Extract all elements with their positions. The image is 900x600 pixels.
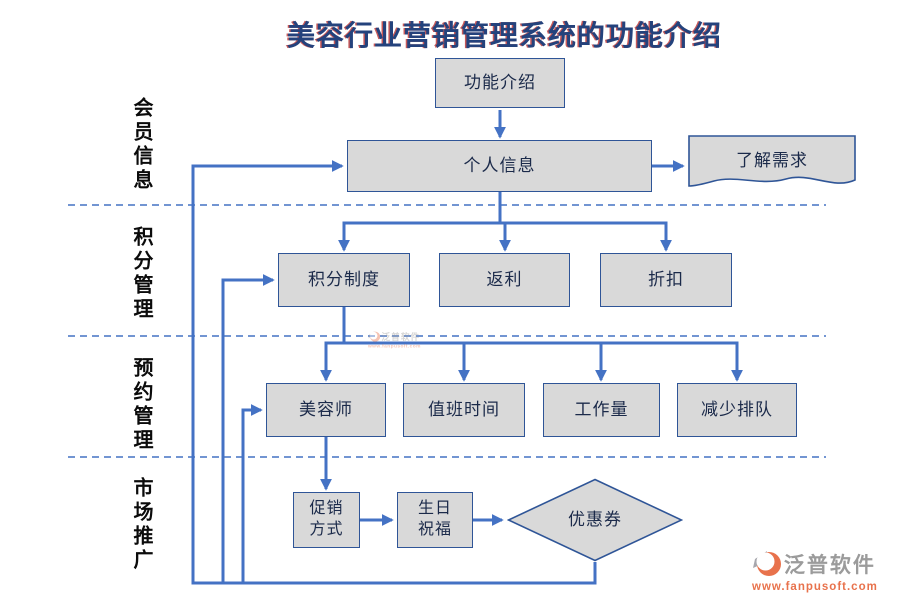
node-coupon-label: 优惠券	[568, 509, 622, 529]
feedback-to-points	[221, 274, 275, 583]
center-watermark-url: www.fanpusoft.com	[368, 343, 421, 349]
node-discount: 折扣	[600, 253, 732, 307]
document-shape	[688, 135, 856, 187]
node-personal-label: 个人信息	[463, 155, 536, 175]
node-promo-label: 促销方式	[309, 500, 344, 538]
node-beautician: 美容师	[266, 383, 386, 437]
brand-logo-icon	[753, 551, 781, 576]
node-workload: 工作量	[543, 383, 660, 437]
node-promo: 促销方式	[293, 492, 360, 548]
node-queue-label: 减少排队	[701, 399, 773, 419]
node-points-label: 积分制度	[308, 269, 380, 289]
node-queue: 减少排队	[677, 383, 797, 437]
brand-logo-icon	[368, 331, 381, 342]
footer-watermark-brand: 泛普软件	[783, 554, 876, 577]
section-label-member-info: 会员信息	[130, 97, 152, 193]
section-label-marketing: 市场推广	[130, 477, 152, 573]
feedback-to-beautician	[241, 404, 263, 583]
feedback-coupon-to-personal	[191, 160, 597, 585]
section-label-booking-management: 预约管理	[130, 357, 152, 453]
node-birthday-label: 生日祝福	[417, 500, 452, 538]
node-personal: 个人信息	[347, 140, 652, 192]
node-birthday: 生日祝福	[397, 492, 473, 548]
node-duty-label: 值班时间	[428, 399, 500, 419]
node-coupon: 优惠券	[507, 478, 683, 562]
node-rebate-label: 返利	[486, 269, 523, 289]
footer-watermark: 泛普软件 www.fanpusoft.com	[752, 548, 878, 593]
node-needs-label: 了解需求	[736, 150, 808, 170]
node-points: 积分制度	[278, 253, 410, 307]
page-title: 美容行业营销管理系统的功能介绍	[287, 21, 723, 52]
center-watermark: 泛普软件 www.fanpusoft.com	[368, 330, 421, 349]
node-intro: 功能介绍	[435, 58, 565, 108]
diamond-shape	[507, 478, 683, 562]
footer-watermark-url: www.fanpusoft.com	[752, 581, 878, 593]
center-watermark-brand: 泛普软件	[381, 332, 421, 343]
node-workload-label: 工作量	[574, 399, 629, 419]
node-beautician-label: 美容师	[299, 399, 353, 419]
node-needs: 了解需求	[688, 135, 856, 195]
node-discount-label: 折扣	[648, 269, 684, 289]
node-duty: 值班时间	[403, 383, 525, 437]
node-rebate: 返利	[439, 253, 570, 307]
section-label-points-management: 积分管理	[130, 226, 152, 322]
node-intro-label: 功能介绍	[464, 72, 536, 92]
